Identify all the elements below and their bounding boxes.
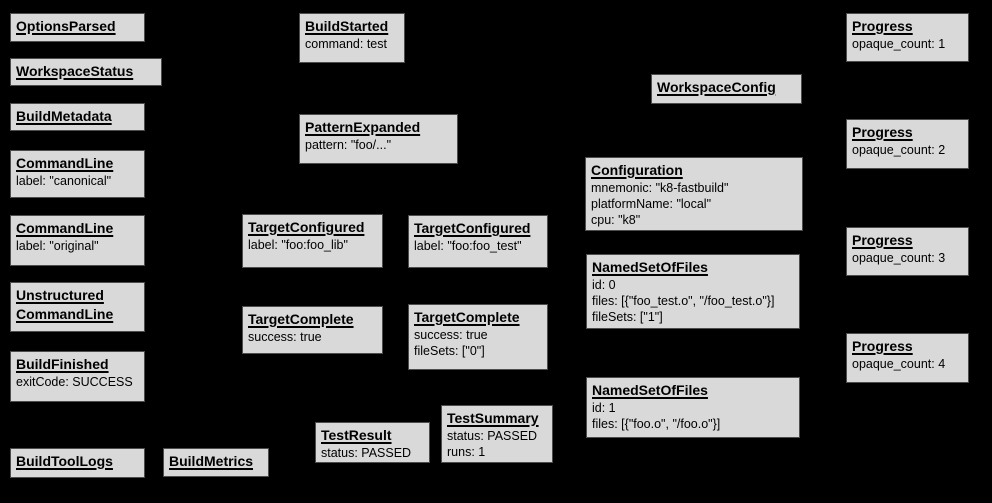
event-box-build-metrics: BuildMetrics bbox=[163, 448, 269, 477]
event-title: WorkspaceStatus bbox=[16, 63, 134, 79]
event-field: success: true bbox=[414, 328, 488, 342]
event-box-pattern-expanded: PatternExpanded pattern: "foo/..." bbox=[299, 114, 458, 164]
event-title: Unstructured bbox=[16, 287, 104, 303]
event-box-configuration: Configuration mnemonic: "k8-fastbuild" p… bbox=[585, 157, 803, 231]
event-field: files: [{"foo.o", "/foo.o"}] bbox=[592, 417, 721, 431]
event-field: opaque_count: 3 bbox=[852, 251, 946, 265]
event-box-target-complete-lib: TargetComplete success: true bbox=[242, 306, 383, 354]
event-box-target-configured-lib: TargetConfigured label: "foo:foo_lib" bbox=[242, 214, 383, 268]
event-box-build-started: BuildStarted command: test bbox=[299, 13, 405, 63]
event-title: BuildMetadata bbox=[16, 108, 112, 124]
event-field: files: [{"foo_test.o", "/foo_test.o"}] bbox=[592, 294, 775, 308]
event-field: label: "canonical" bbox=[16, 174, 112, 188]
event-title: BuildMetrics bbox=[169, 453, 254, 469]
event-box-progress-3: Progress opaque_count: 3 bbox=[846, 227, 969, 276]
event-title: WorkspaceConfig bbox=[657, 79, 776, 95]
event-field: status: PASSED bbox=[321, 446, 412, 460]
event-title: CommandLine bbox=[16, 155, 114, 171]
event-box-progress-1: Progress opaque_count: 1 bbox=[846, 13, 969, 62]
event-field: label: "foo:foo_test" bbox=[414, 239, 522, 253]
event-box-command-line-canonical: CommandLine label: "canonical" bbox=[10, 150, 145, 198]
event-title: BuildFinished bbox=[16, 356, 109, 372]
event-title: TargetComplete bbox=[248, 311, 354, 327]
event-field: fileSets: ["0"] bbox=[414, 344, 485, 358]
event-title: BuildStarted bbox=[305, 18, 389, 34]
event-box-workspace-status: WorkspaceStatus bbox=[10, 58, 162, 86]
event-title: CommandLine bbox=[16, 306, 114, 322]
event-field: id: 0 bbox=[592, 278, 616, 292]
event-title: TestResult bbox=[321, 427, 392, 443]
event-field: opaque_count: 2 bbox=[852, 143, 946, 157]
event-field: exitCode: SUCCESS bbox=[16, 375, 133, 389]
event-title: Configuration bbox=[591, 162, 683, 178]
event-field: platformName: "local" bbox=[591, 197, 712, 211]
event-field: cpu: "k8" bbox=[591, 213, 641, 227]
event-box-progress-2: Progress opaque_count: 2 bbox=[846, 119, 969, 169]
event-field: success: true bbox=[248, 330, 322, 344]
event-field: label: "original" bbox=[16, 239, 99, 253]
event-field: runs: 1 bbox=[447, 445, 486, 459]
event-title: Progress bbox=[852, 232, 913, 248]
event-field: opaque_count: 4 bbox=[852, 357, 946, 371]
event-box-named-set-of-files-0: NamedSetOfFiles id: 0 files: [{"foo_test… bbox=[586, 254, 800, 329]
event-field: id: 1 bbox=[592, 401, 616, 415]
event-title: Progress bbox=[852, 18, 913, 34]
event-title: TargetConfigured bbox=[248, 219, 365, 235]
event-box-build-finished: BuildFinished exitCode: SUCCESS bbox=[10, 351, 145, 402]
event-box-test-summary: TestSummary status: PASSED runs: 1 bbox=[441, 405, 553, 463]
event-field: label: "foo:foo_lib" bbox=[248, 238, 348, 252]
event-title: Progress bbox=[852, 124, 913, 140]
event-box-build-tool-logs: BuildToolLogs bbox=[10, 448, 145, 478]
event-title: PatternExpanded bbox=[305, 119, 421, 135]
event-title: NamedSetOfFiles bbox=[592, 259, 708, 275]
event-title: NamedSetOfFiles bbox=[592, 382, 708, 398]
event-field: mnemonic: "k8-fastbuild" bbox=[591, 181, 729, 195]
event-title: Progress bbox=[852, 338, 913, 354]
event-title: BuildToolLogs bbox=[16, 453, 113, 469]
event-field: pattern: "foo/..." bbox=[305, 138, 392, 152]
event-title: OptionsParsed bbox=[16, 18, 116, 34]
event-box-named-set-of-files-1: NamedSetOfFiles id: 1 files: [{"foo.o", … bbox=[586, 377, 800, 438]
event-box-target-complete-test: TargetComplete success: true fileSets: [… bbox=[408, 304, 548, 370]
event-title: TestSummary bbox=[447, 410, 539, 426]
event-box-command-line-original: CommandLine label: "original" bbox=[10, 215, 145, 266]
event-box-workspace-config: WorkspaceConfig bbox=[651, 74, 802, 104]
event-title: TargetConfigured bbox=[414, 220, 531, 236]
event-field: fileSets: ["1"] bbox=[592, 310, 663, 324]
event-box-unstructured-command-line: Unstructured CommandLine bbox=[10, 282, 145, 332]
event-box-test-result: TestResult status: PASSED bbox=[315, 422, 430, 463]
event-box-build-metadata: BuildMetadata bbox=[10, 103, 145, 131]
event-field: command: test bbox=[305, 37, 387, 51]
event-field: opaque_count: 1 bbox=[852, 37, 946, 51]
event-box-options-parsed: OptionsParsed bbox=[10, 13, 145, 42]
event-box-progress-4: Progress opaque_count: 4 bbox=[846, 333, 969, 383]
event-field: status: PASSED bbox=[447, 429, 538, 443]
event-title: TargetComplete bbox=[414, 309, 520, 325]
event-box-target-configured-test: TargetConfigured label: "foo:foo_test" bbox=[408, 215, 548, 268]
event-title: CommandLine bbox=[16, 220, 114, 236]
